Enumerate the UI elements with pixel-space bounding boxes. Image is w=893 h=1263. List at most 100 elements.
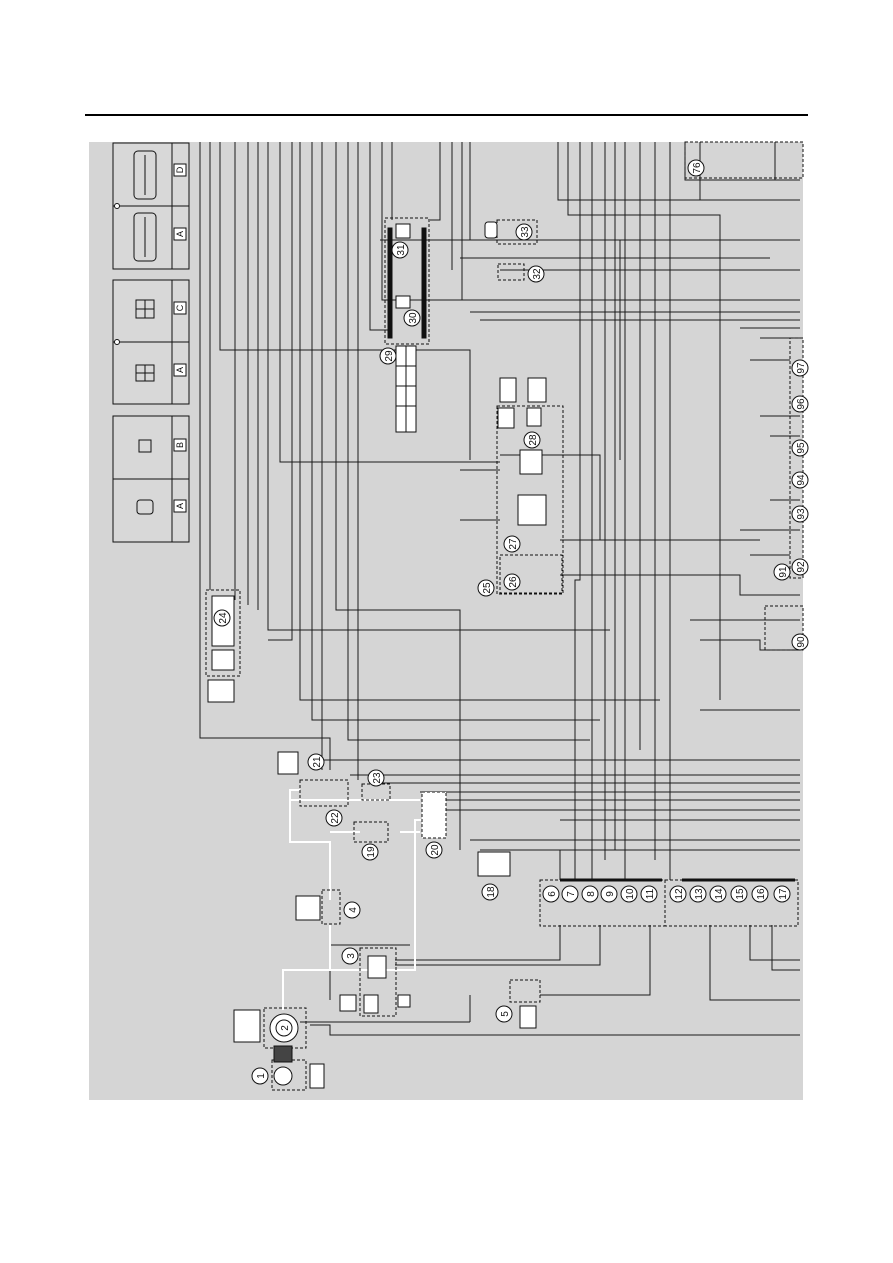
svg-text:11: 11 (645, 888, 656, 899)
svg-text:5: 5 (500, 1011, 511, 1017)
component-23-box (361, 783, 391, 801)
legend-letter-b: B (175, 442, 185, 448)
legend-letter-a2: A (175, 367, 185, 373)
component-3-box (359, 947, 397, 1017)
legend-letter-a1: A (175, 231, 185, 237)
callout-30: 30 (403, 309, 421, 327)
svg-text:19: 19 (366, 846, 377, 858)
callout-10: 10 (620, 885, 638, 903)
component-21-connector (277, 751, 299, 775)
wire-network (199, 142, 800, 1036)
callout-12: 12 (669, 885, 687, 903)
callout-13: 13 (689, 885, 707, 903)
svg-text:21: 21 (312, 756, 323, 768)
callout-95: 95 (791, 439, 809, 457)
svg-text:90: 90 (796, 636, 807, 648)
svg-text:8: 8 (586, 891, 597, 897)
callout-8: 8 (581, 885, 599, 903)
component-90-box (764, 605, 804, 651)
svg-text:17: 17 (778, 888, 789, 900)
svg-text:25: 25 (482, 582, 493, 594)
callout-97: 97 (791, 359, 809, 377)
legend-letters: D A C A B A (173, 163, 187, 513)
callout-18: 18 (481, 883, 499, 901)
callout-94: 94 (791, 471, 809, 489)
component-19-box (353, 821, 389, 843)
components (205, 141, 804, 1091)
svg-text:9: 9 (605, 891, 616, 897)
svg-text:33: 33 (520, 226, 531, 238)
callout-32: 32 (527, 265, 545, 283)
svg-text:22: 22 (330, 812, 341, 824)
svg-text:15: 15 (735, 888, 746, 900)
legend-letter-d: D (175, 166, 185, 173)
connector-legend (112, 142, 190, 543)
svg-text:76: 76 (692, 162, 703, 174)
callout-92: 92 (791, 558, 809, 576)
callout-15: 15 (730, 885, 748, 903)
callout-11: 11 (640, 885, 658, 903)
callout-90: 90 (791, 633, 809, 651)
svg-text:30: 30 (408, 312, 419, 324)
diagram-panel (89, 142, 803, 1100)
component-5-box (509, 979, 541, 1003)
svg-text:95: 95 (796, 442, 807, 454)
callout-29: 29 (379, 347, 397, 365)
callout-5: 5 (495, 1005, 513, 1023)
svg-text:10: 10 (625, 888, 636, 900)
component-92-97-box (789, 337, 804, 579)
callout-26: 26 (503, 573, 521, 591)
component-29-box (384, 217, 430, 345)
legend-letter-a3: A (175, 503, 185, 509)
svg-text:18: 18 (486, 886, 497, 898)
callout-33: 33 (515, 223, 533, 241)
callout-96: 96 (791, 395, 809, 413)
svg-text:7: 7 (566, 891, 577, 897)
svg-text:6: 6 (547, 891, 558, 897)
callout-7: 7 (561, 885, 579, 903)
svg-text:24: 24 (218, 612, 229, 624)
svg-text:92: 92 (796, 561, 807, 573)
callout-1: 1 (251, 1067, 269, 1085)
svg-text:96: 96 (796, 398, 807, 410)
callout-22: 22 (325, 809, 343, 827)
svg-text:1: 1 (256, 1073, 267, 1079)
callout-23: 23 (367, 769, 385, 787)
svg-text:29: 29 (384, 350, 395, 362)
component-24-box (205, 589, 241, 677)
callout-27: 27 (503, 535, 521, 553)
callouts: 1 2 3 4 5 6 7 8 9 10 11 12 13 14 15 16 1… (213, 159, 809, 1085)
callout-20: 20 (425, 841, 443, 859)
callout-21: 21 (307, 753, 325, 771)
legend-letter-c: C (175, 304, 185, 311)
callout-16: 16 (751, 885, 769, 903)
callout-2: 2 (275, 1019, 293, 1037)
svg-text:13: 13 (694, 888, 705, 900)
callout-76: 76 (687, 159, 705, 177)
svg-text:16: 16 (756, 888, 767, 900)
svg-text:27: 27 (508, 538, 519, 550)
svg-text:26: 26 (508, 576, 519, 588)
callout-17: 17 (773, 885, 791, 903)
callout-25: 25 (477, 579, 495, 597)
callout-91: 91 (773, 563, 791, 581)
callout-14: 14 (709, 885, 727, 903)
component-18-connector (477, 851, 511, 877)
page-top-rule (85, 114, 808, 116)
svg-text:14: 14 (714, 888, 725, 900)
svg-text:3: 3 (346, 953, 357, 959)
component-22-box (299, 779, 349, 807)
svg-text:91: 91 (778, 566, 789, 578)
component-32-box (497, 263, 525, 281)
svg-text:97: 97 (796, 362, 807, 374)
callout-4: 4 (343, 901, 361, 919)
svg-text:23: 23 (372, 772, 383, 784)
component-76-box (684, 141, 804, 179)
svg-text:32: 32 (532, 268, 543, 280)
callout-24: 24 (213, 609, 231, 627)
svg-text:93: 93 (796, 508, 807, 520)
callout-9: 9 (600, 885, 618, 903)
svg-text:2: 2 (280, 1025, 291, 1031)
svg-text:94: 94 (796, 474, 807, 486)
